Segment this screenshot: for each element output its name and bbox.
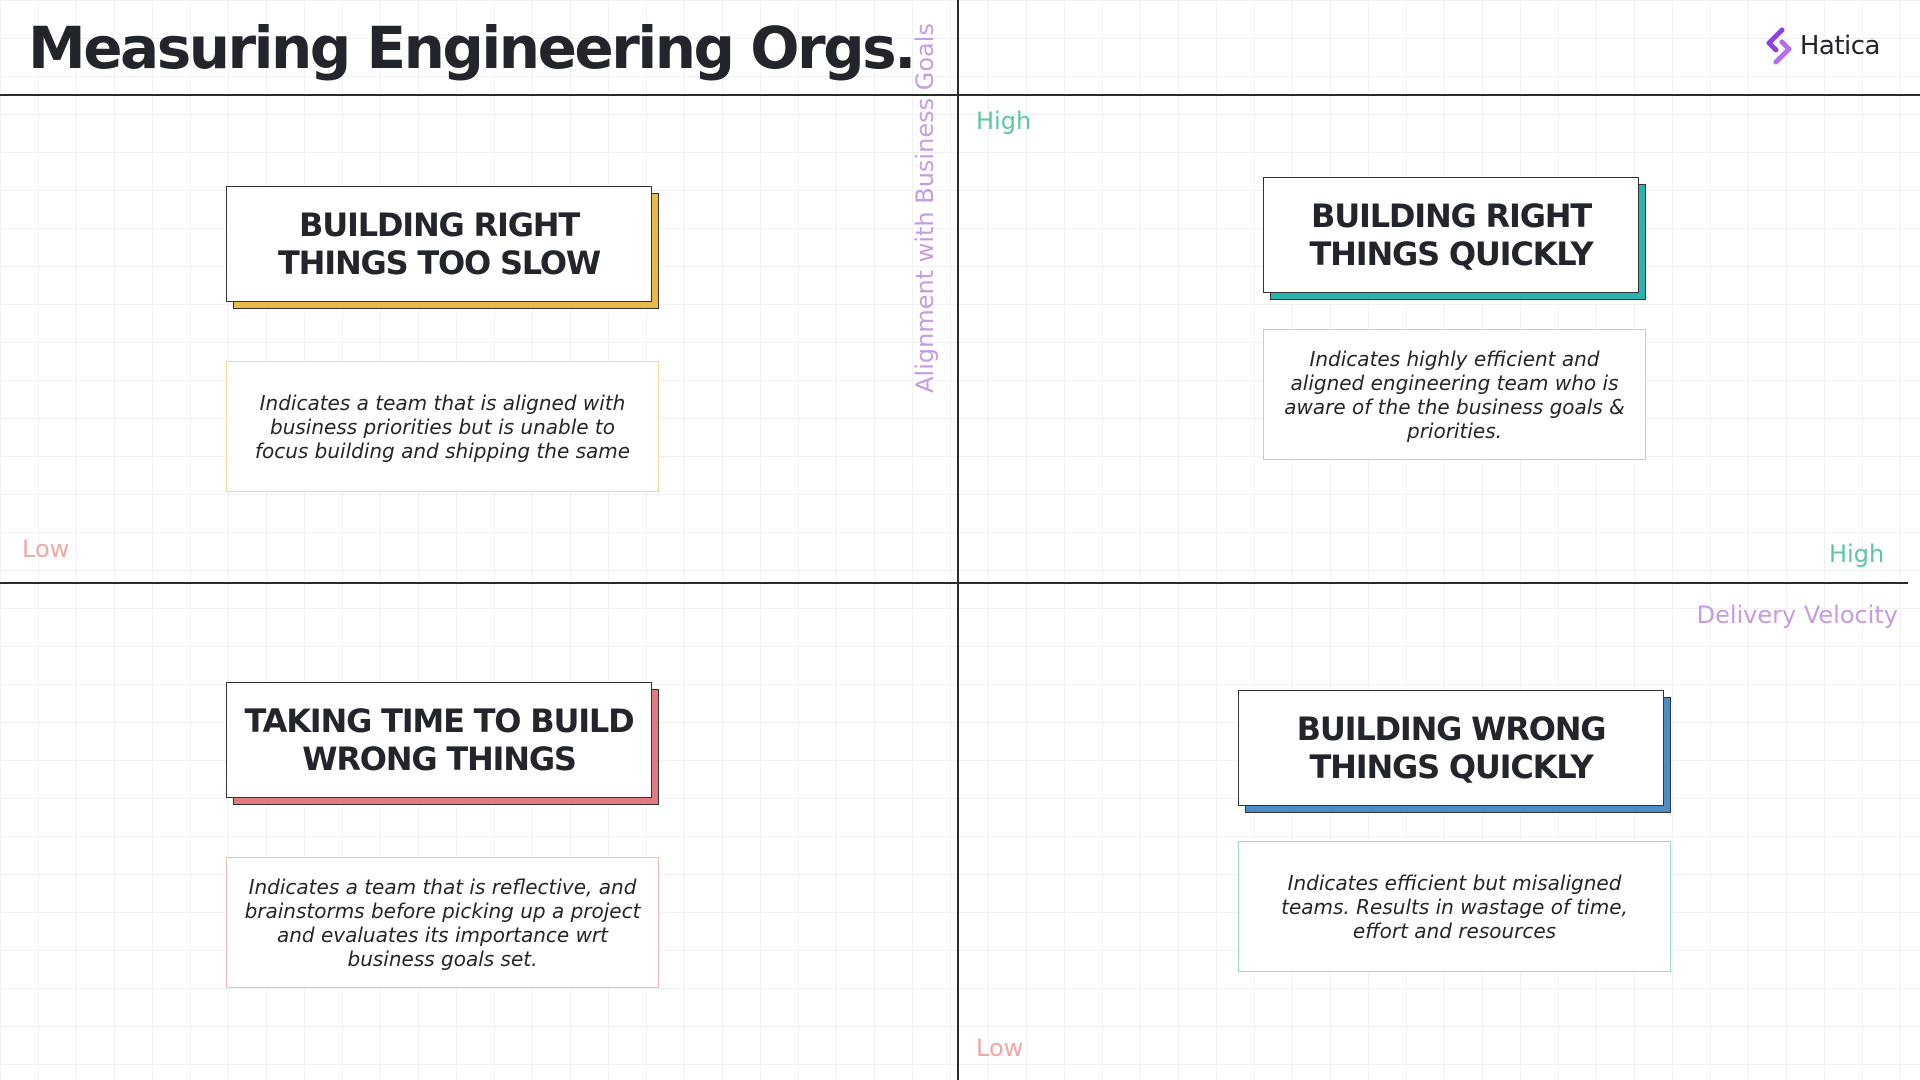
x-axis-title: Delivery Velocity (1696, 601, 1898, 629)
y-axis-title: Alignment with Business Goals (911, 23, 939, 393)
quadrant-bottom-left-description: Indicates a team that is reflective, and… (226, 857, 659, 988)
quadrant-top-left-card: BUILDING RIGHT THINGS TOO SLOW (226, 186, 659, 309)
quadrant-top-right-description: Indicates highly efficient and aligned e… (1263, 329, 1646, 460)
quadrant-top-left-heading: BUILDING RIGHT THINGS TOO SLOW (226, 186, 652, 302)
quadrant-top-right-card: BUILDING RIGHT THINGS QUICKLY (1263, 177, 1646, 300)
x-axis-high-label: High (1829, 540, 1885, 568)
horizontal-axis-line (0, 582, 1908, 584)
brand-logo: Hatica (1762, 26, 1881, 66)
x-axis-low-label: Low (22, 535, 70, 563)
quadrant-bottom-left-card: TAKING TIME TO BUILD WRONG THINGS (226, 682, 659, 805)
quadrant-bottom-right-heading: BUILDING WRONG THINGS QUICKLY (1238, 690, 1664, 806)
y-axis-high-label: High (976, 107, 1032, 135)
y-axis-low-label: Low (976, 1034, 1024, 1062)
quadrant-top-left-description: Indicates a team that is aligned with bu… (226, 361, 659, 492)
quadrant-top-right-heading: BUILDING RIGHT THINGS QUICKLY (1263, 177, 1639, 293)
header-divider (0, 94, 1920, 96)
brand-name: Hatica (1799, 31, 1881, 61)
quadrant-bottom-left-heading: TAKING TIME TO BUILD WRONG THINGS (226, 682, 652, 798)
page-title: Measuring Engineering Orgs. (28, 14, 916, 82)
vertical-axis-line (957, 0, 959, 1080)
quadrant-bottom-right-description: Indicates efficient but misaligned teams… (1238, 841, 1671, 972)
quadrant-bottom-right-card: BUILDING WRONG THINGS QUICKLY (1238, 690, 1671, 813)
hatica-logo-icon (1766, 27, 1792, 65)
